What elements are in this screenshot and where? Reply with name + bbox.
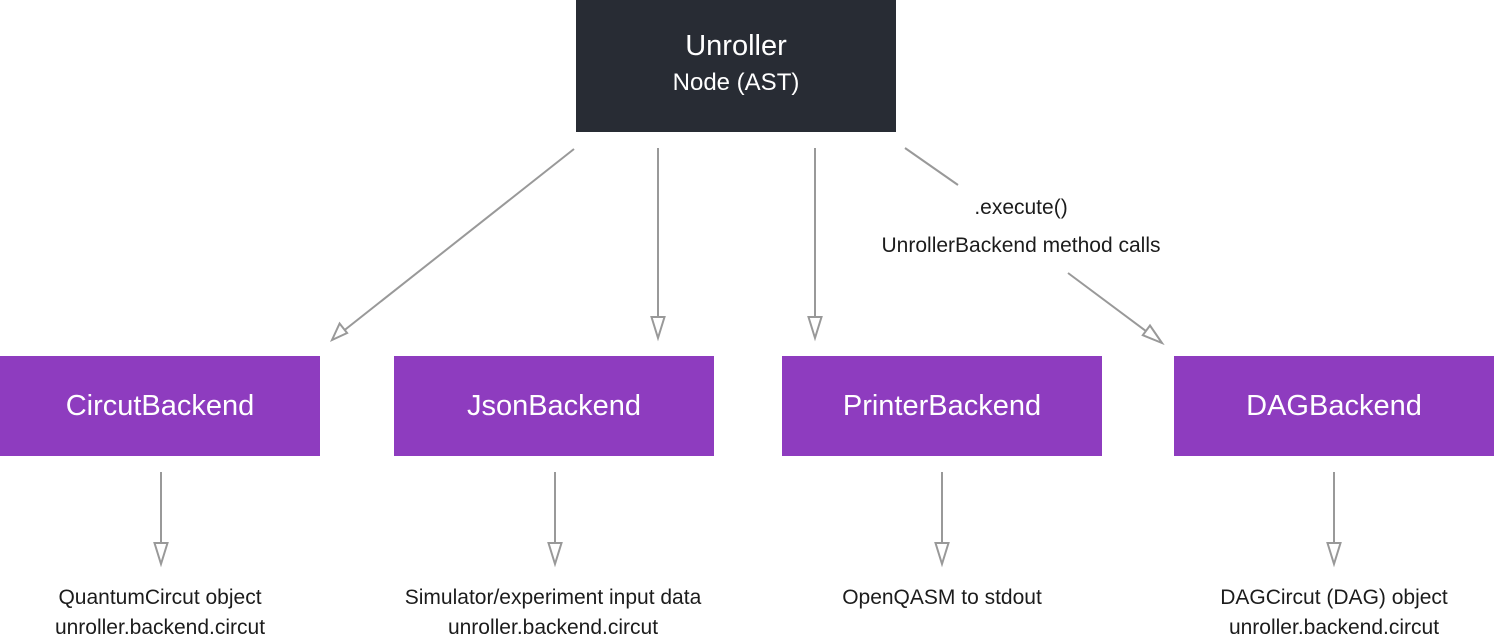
- arrow-root-to-printer-backend: [807, 148, 823, 342]
- arrow-circut-to-output: [153, 472, 169, 568]
- circut-module-text: unroller.backend.circut: [54, 616, 266, 639]
- dag-backend-output: DAGCircut (DAG) object unroller.backend.…: [1174, 583, 1494, 643]
- edge-label-method: .execute(): [974, 196, 1068, 219]
- arrow-json-to-output: [547, 472, 563, 568]
- arrow-dag-to-output: [1326, 472, 1342, 568]
- printer-backend-node: PrinterBackend: [782, 356, 1102, 456]
- edge-label-description: UnrollerBackend method calls: [881, 234, 1161, 257]
- json-module-text: unroller.backend.circut: [447, 616, 659, 639]
- circut-backend-output: QuantumCircut object unroller.backend.ci…: [0, 583, 320, 643]
- arrow-root-to-circut-backend: [329, 148, 575, 343]
- root-title: Unroller: [685, 30, 787, 62]
- unroller-root-node: Unroller Node (AST): [576, 0, 896, 132]
- json-backend-label: JsonBackend: [466, 389, 642, 422]
- json-backend-node: JsonBackend: [394, 356, 714, 456]
- root-subtitle: Node (AST): [672, 69, 800, 96]
- printer-backend-output: OpenQASM to stdout: [782, 583, 1102, 613]
- execute-edge-label: .execute() UnrollerBackend method calls: [852, 189, 1190, 265]
- arrow-root-to-dag-backend: [904, 147, 1165, 346]
- circut-output-text: QuantumCircut object: [58, 586, 262, 609]
- dag-module-text: unroller.backend.circut: [1228, 616, 1440, 639]
- json-output-text: Simulator/experiment input data: [404, 586, 702, 609]
- printer-backend-label: PrinterBackend: [842, 389, 1042, 422]
- dag-backend-node: DAGBackend: [1174, 356, 1494, 456]
- arrow-printer-to-output: [934, 472, 950, 568]
- circut-backend-node: CircutBackend: [0, 356, 320, 456]
- dag-output-text: DAGCircut (DAG) object: [1220, 586, 1448, 609]
- printer-output-text: OpenQASM to stdout: [842, 586, 1042, 609]
- dag-backend-label: DAGBackend: [1246, 389, 1422, 422]
- circut-backend-label: CircutBackend: [65, 389, 255, 422]
- json-backend-output: Simulator/experiment input data unroller…: [353, 583, 753, 643]
- arrow-root-to-json-backend: [650, 148, 666, 342]
